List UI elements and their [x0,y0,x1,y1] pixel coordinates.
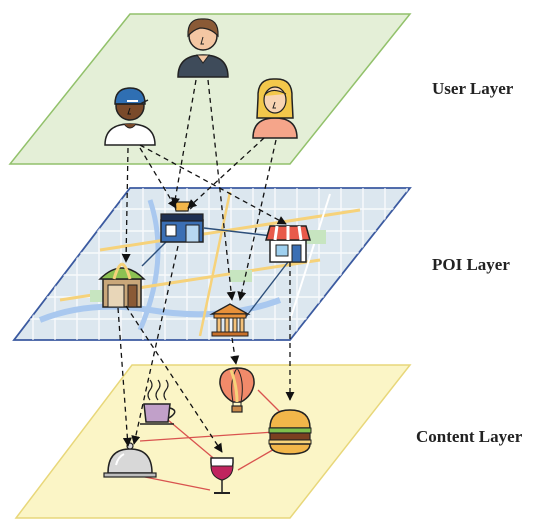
hot-air-balloon-icon [219,367,255,413]
market-stall-icon [265,225,311,263]
person-brown-hair-icon [177,18,229,78]
content-layer-plane [14,364,412,519]
content-layer-label: Content Layer [416,427,523,446]
poi-layer: POI Layer [12,187,510,341]
user-layer-plane [8,13,412,165]
content-links [139,389,283,491]
burger-icon [268,409,312,455]
user-layer: User Layer [8,13,514,165]
bakery-shop-icon [98,262,146,308]
food-cloche-icon [103,442,157,478]
poi-layer-label: POI Layer [432,255,510,274]
person-cap-icon [104,87,156,146]
user-layer-label: User Layer [432,79,514,98]
content-layer: Content Layer [14,364,523,519]
person-blonde-icon [252,78,298,139]
cross-layer-arrows [117,79,295,453]
museum-icon [209,303,251,337]
wine-glass-icon [210,457,234,494]
coffee-cup-icon [140,379,176,425]
